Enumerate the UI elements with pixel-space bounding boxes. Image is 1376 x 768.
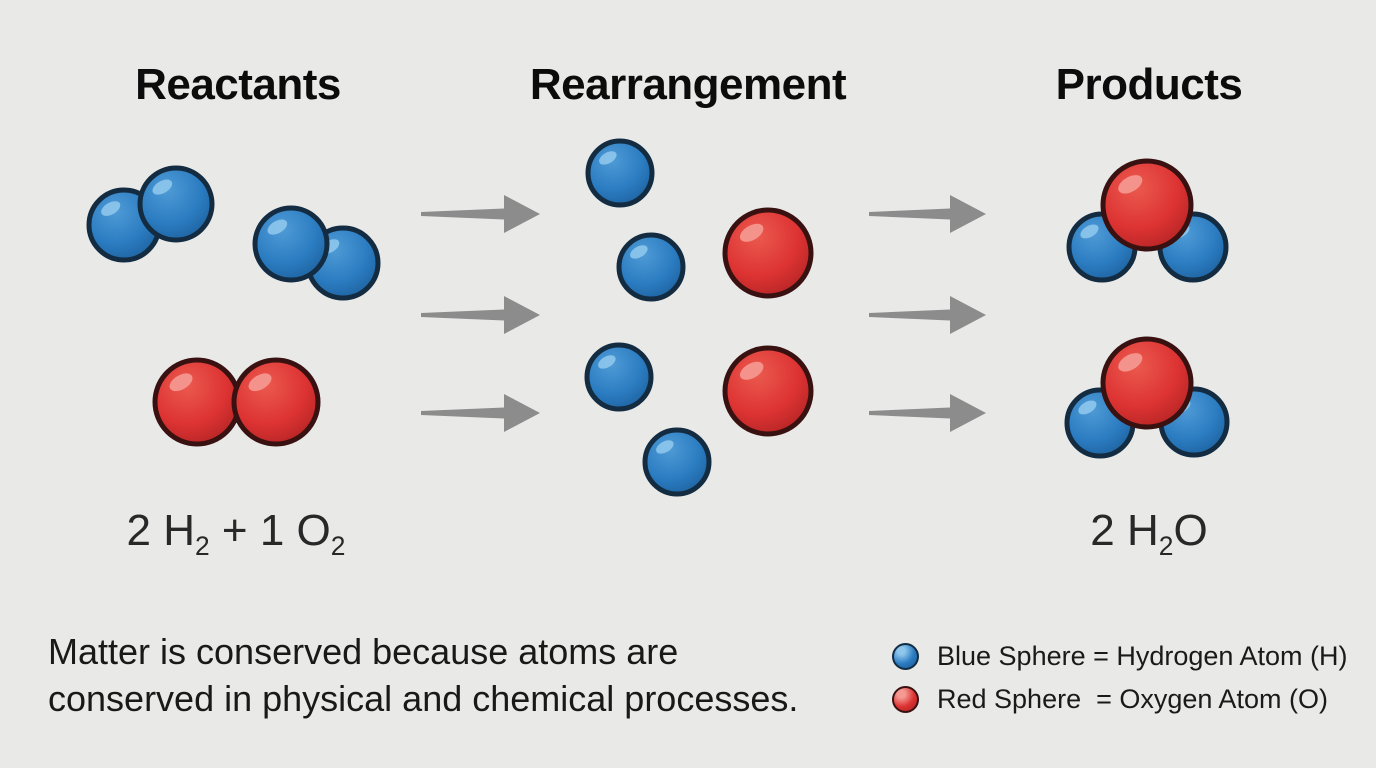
oxygen-atom xyxy=(722,207,814,299)
reactants-header: Reactants xyxy=(135,60,341,109)
oxygen-atom xyxy=(152,357,242,447)
oxygen-atom xyxy=(231,357,321,447)
sphere-highlight xyxy=(152,179,173,195)
sphere-highlight xyxy=(1078,400,1097,415)
hydrogen-atom xyxy=(616,232,686,302)
products-formula-subscript: 2 xyxy=(1158,530,1174,561)
products-formula-part: O xyxy=(1173,506,1208,555)
reactants-formula-part: + 1 O xyxy=(209,506,331,555)
red-sphere-icon xyxy=(892,685,919,713)
products-formula: 2 H2O xyxy=(949,506,1349,559)
hydrogen-atom xyxy=(642,427,712,497)
sphere-highlight xyxy=(739,223,764,242)
products-header: Products xyxy=(1055,60,1243,109)
sphere-highlight xyxy=(101,201,121,216)
legend-label-oxygen: Red Sphere = Oxygen Atom (O) xyxy=(937,683,1328,714)
right-arrow xyxy=(421,394,540,432)
right-arrow xyxy=(869,296,986,334)
hydrogen-atom xyxy=(137,165,215,243)
sphere-highlight xyxy=(169,373,193,392)
oxygen-atom xyxy=(1100,158,1194,252)
sphere-highlight xyxy=(248,373,272,392)
legend-item-hydrogen: Blue Sphere = Hydrogen Atom (H) xyxy=(892,638,1347,674)
oxygen-atom xyxy=(722,345,814,437)
sphere-highlight xyxy=(630,245,648,259)
h2o-molecule-2 xyxy=(1064,336,1230,459)
sphere-highlight xyxy=(267,219,288,235)
reactants-formula-subscript: 2 xyxy=(195,530,210,561)
sphere-highlight xyxy=(739,361,764,380)
hydrogen-atom xyxy=(584,342,654,412)
rearranged-free-atoms xyxy=(584,138,814,497)
sphere-highlight xyxy=(656,440,674,454)
caption-line-2: conserved in physical and chemical proce… xyxy=(48,678,799,719)
legend-label-hydrogen: Blue Sphere = Hydrogen Atom (H) xyxy=(937,640,1348,671)
right-arrow xyxy=(869,394,986,432)
sphere-highlight xyxy=(1118,353,1143,372)
sphere-highlight xyxy=(599,151,617,165)
sphere-highlight xyxy=(598,355,616,369)
h2o-molecule-1 xyxy=(1066,158,1229,283)
sphere-highlight xyxy=(1080,224,1099,239)
h2-molecule-2 xyxy=(252,205,381,301)
oxygen-atom xyxy=(1100,336,1194,430)
blue-sphere-icon xyxy=(892,642,919,670)
products-formula-part: 2 H xyxy=(1090,506,1159,555)
reactants-formula-subscript: 2 xyxy=(330,530,346,561)
h2-molecule-1 xyxy=(86,165,215,263)
o2-molecule xyxy=(152,357,321,447)
legend: Blue Sphere = Hydrogen Atom (H) Red Sphe… xyxy=(892,638,1347,724)
rearrangement-header: Rearrangement xyxy=(529,60,847,109)
reactants-formula: 2 H2 + 1 O2 xyxy=(36,506,436,559)
hydrogen-atom xyxy=(585,138,655,208)
right-arrow xyxy=(421,296,540,334)
sphere-highlight xyxy=(1118,175,1143,194)
right-arrow xyxy=(421,195,540,233)
hydrogen-atom xyxy=(252,205,330,283)
caption-line-1: Matter is conserved because atoms are xyxy=(48,631,679,672)
caption: Matter is conserved because atoms are co… xyxy=(48,628,798,722)
legend-item-oxygen: Red Sphere = Oxygen Atom (O) xyxy=(892,681,1347,717)
reactants-formula-part: 2 H xyxy=(126,506,196,555)
right-arrow xyxy=(869,195,986,233)
